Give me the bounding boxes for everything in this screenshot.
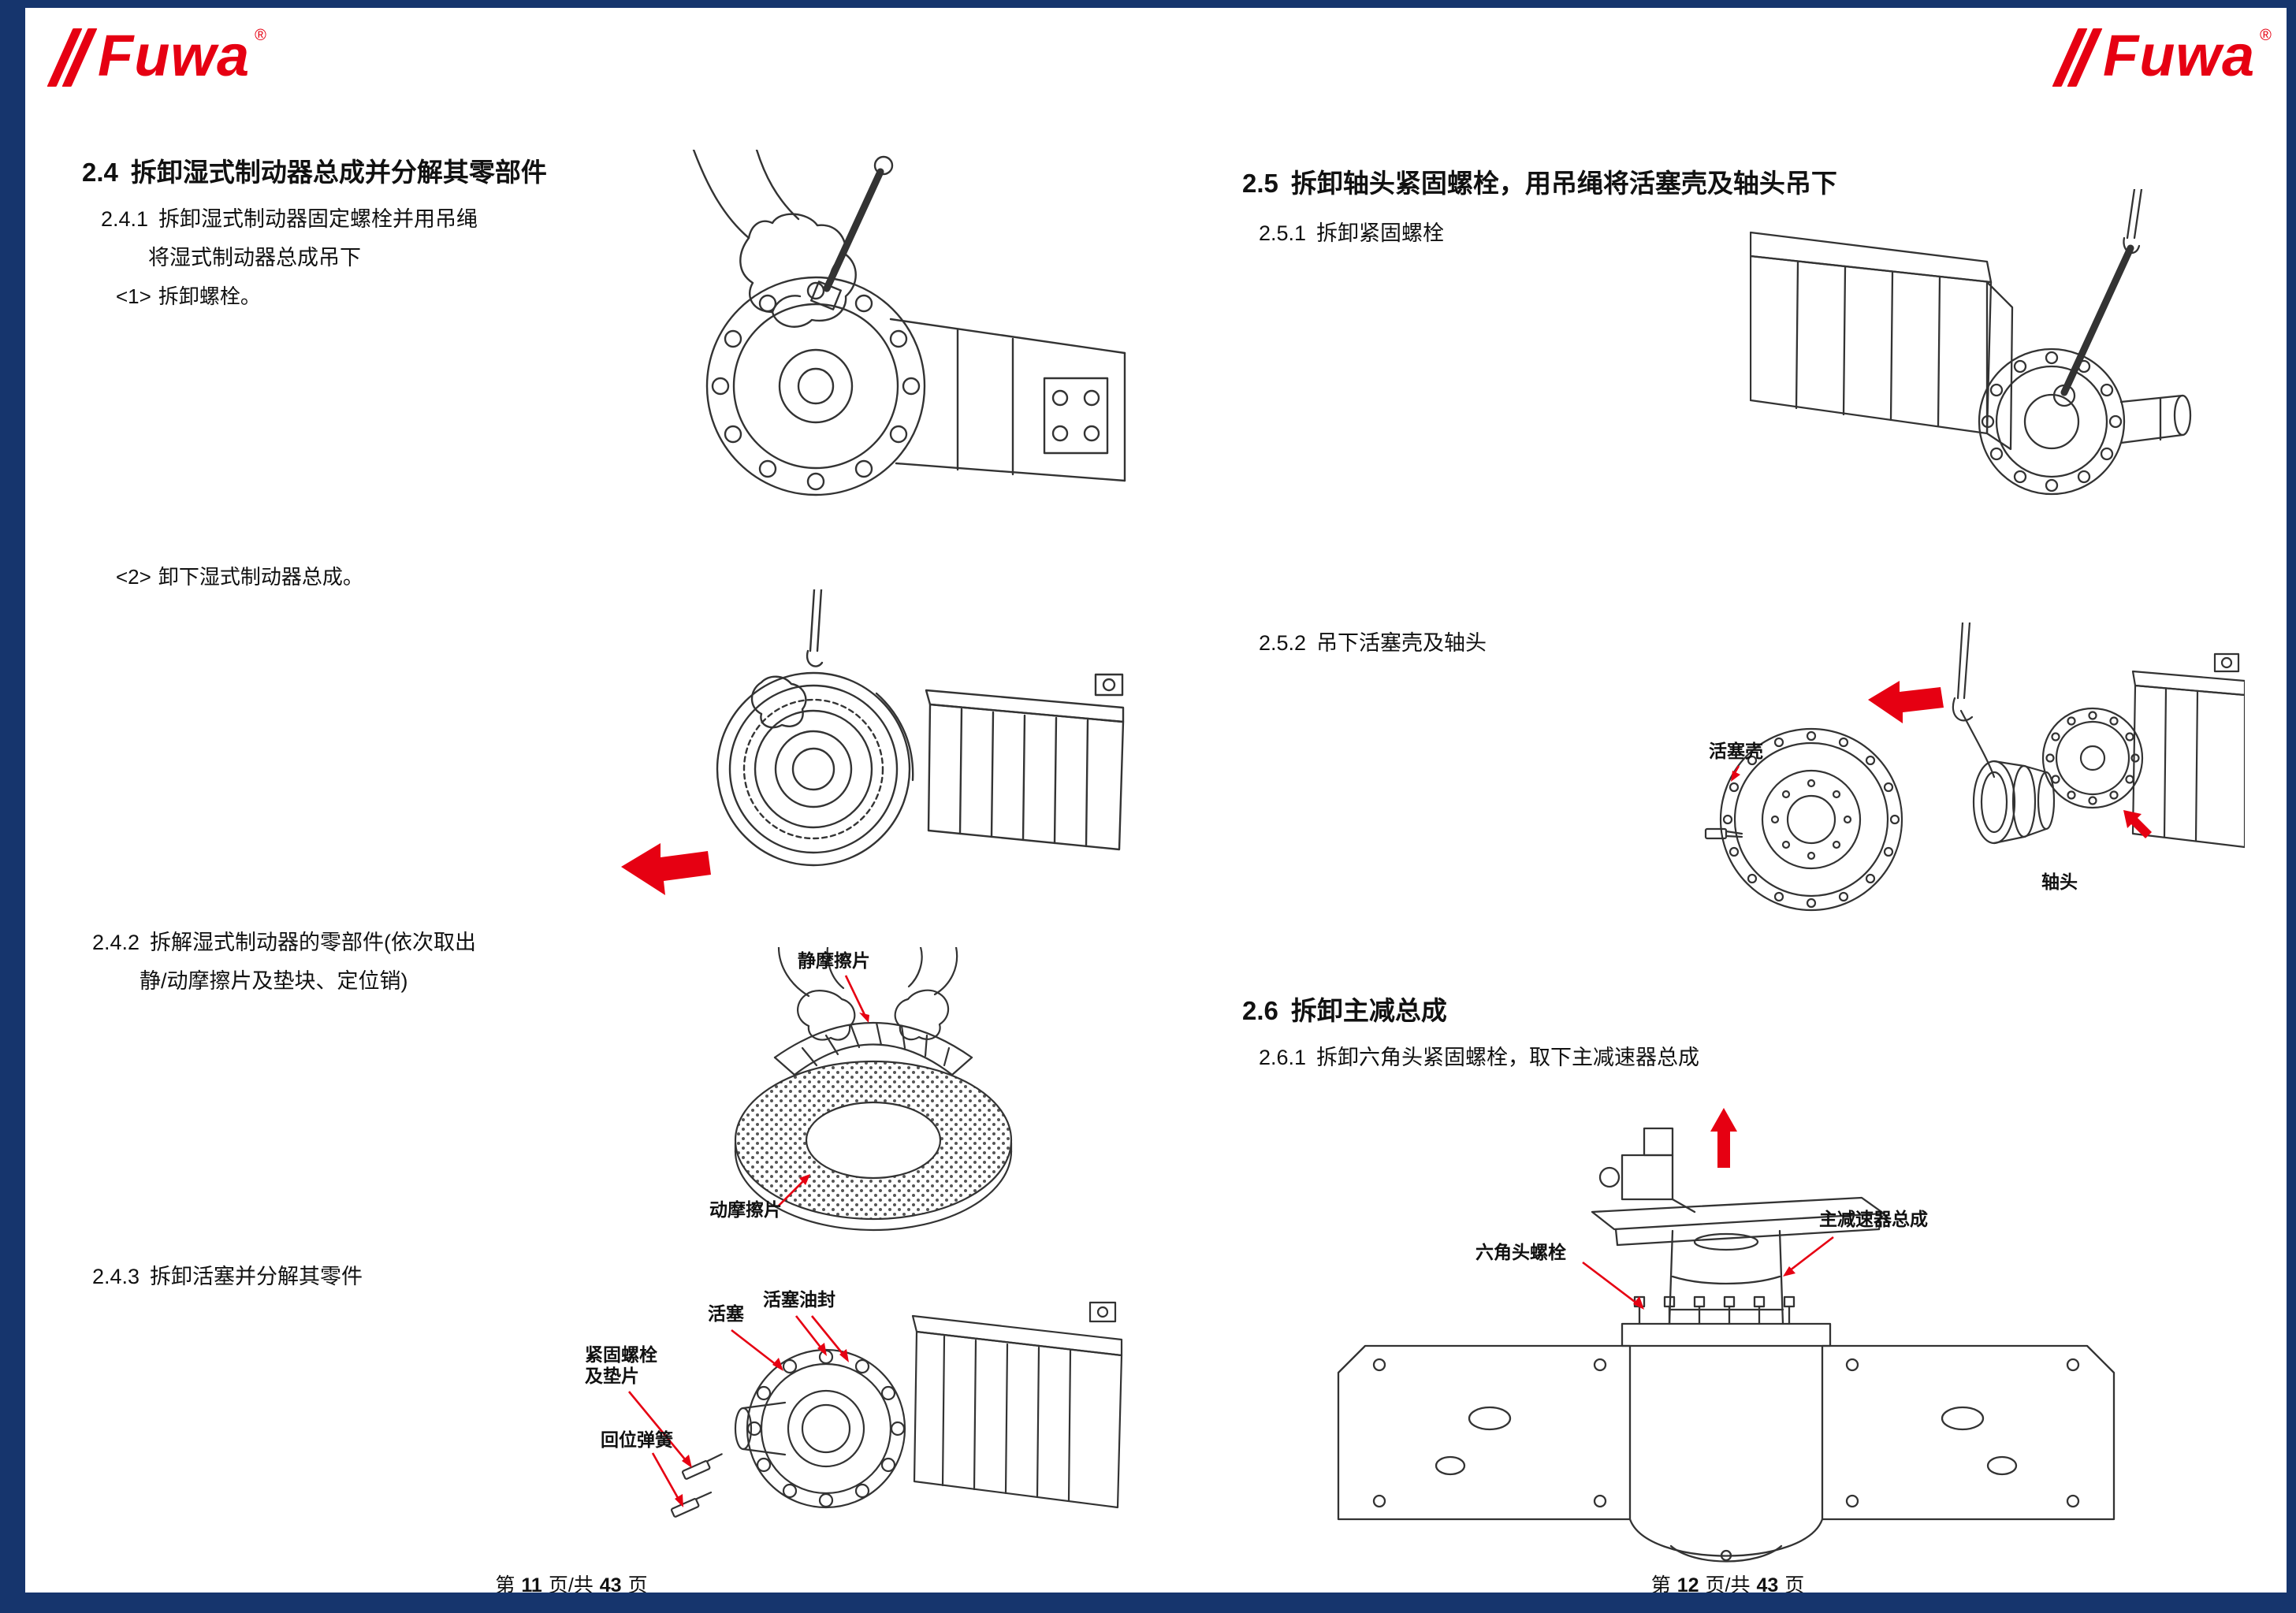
step-2-marker: <2> [116,565,151,589]
step-2: <2> 卸下湿式制动器总成。 [116,561,363,590]
red-arrow-left-icon [621,843,711,895]
section-2-5-2-title: 吊下活塞壳及轴头 [1316,631,1487,655]
red-leader-lines [627,1315,849,1507]
section-2-4-3-number: 2.4.3 [92,1265,140,1288]
figure-remove-brake-bolts [619,150,1131,579]
section-2-4-1-line2: 将湿式制动器总成吊下 [148,246,361,269]
section-2-6-heading: 2.6 拆卸主减总成 [1242,990,1447,1028]
frame-top [0,0,2296,8]
fuwa-logo-slashes-icon [2052,28,2103,87]
registered-trademark-mark: ® [2260,27,2272,44]
figure-friction-discs [684,947,1062,1239]
step-1-text: 拆卸螺栓。 [158,284,261,308]
frame-bottom [0,1593,2296,1613]
red-leader-lines [778,975,869,1206]
section-2-4-2-number: 2.4.2 [92,931,140,954]
figure-remove-axle-head-bolts-drawing [1750,189,2192,496]
label-fastening-bolt-washer: 紧固螺栓及垫片 [585,1344,657,1386]
section-2-4-3: 2.4.3 拆卸活塞并分解其零件 [92,1258,363,1296]
step-1-marker: <1> [116,284,151,308]
label-dynamic-friction-pad: 动摩擦片 [709,1199,782,1220]
figure-main-reducer [1332,1080,2120,1568]
label-axle-head: 轴头 [2041,872,2078,892]
fuwa-logo-right: Fuwa ® [2052,22,2272,95]
fuwa-logo-wordmark: Fuwa [98,23,251,88]
section-2-5-1-title: 拆卸紧固螺栓 [1316,221,1445,245]
section-2-4-2-line2: 静/动摩擦片及垫块、定位销) [140,969,408,993]
figure-hoist-brake-assembly [615,589,1135,932]
section-2-4-1: 2.4.1 拆卸湿式制动器固定螺栓并用吊绳 将湿式制动器总成吊下 [101,200,478,277]
figure-piston-disassembly-drawing [627,1301,1123,1518]
frame-left [0,0,25,1613]
section-2-5-2: 2.5.2 吊下活塞壳及轴头 [1259,624,1487,663]
section-2-6-number: 2.6 [1242,996,1278,1025]
section-2-6-1: 2.6.1 拆卸六角头紧固螺栓，取下主减速器总成 [1259,1039,1699,1077]
section-2-4-2-line1: 拆解湿式制动器的零部件(依次取出 [150,931,477,954]
label-static-friction-pad: 静摩擦片 [798,950,870,971]
section-2-4-3-title: 拆卸活塞并分解其零件 [150,1265,363,1288]
figure-piston-disassembly [574,1267,1133,1574]
label-return-spring: 回位弹簧 [601,1429,673,1450]
section-2-4-2: 2.4.2 拆解湿式制动器的零部件(依次取出 静/动摩擦片及垫块、定位销) [92,924,476,1001]
section-2-6-1-number: 2.6.1 [1259,1046,1307,1069]
section-2-4-1-line1: 拆卸湿式制动器固定螺栓并用吊绳 [158,207,478,231]
figure-hoist-piston-shell [1701,623,2245,953]
frame-right [2287,0,2296,1613]
fuwa-logo-left: Fuwa ® [47,22,266,95]
section-2-6-1-title: 拆卸六角头紧固螺栓，取下主减速器总成 [1316,1046,1700,1069]
section-2-4-number: 2.4 [82,158,118,187]
label-piston: 活塞 [708,1303,744,1324]
figure-main-reducer-drawing [1337,1108,2116,1563]
red-arrows [1868,681,2152,838]
figure-hoist-piston-shell-drawing [1704,623,2245,912]
section-2-4-1-number: 2.4.1 [101,207,149,231]
section-2-5-number: 2.5 [1242,169,1278,198]
section-2-5-1: 2.5.1 拆卸紧固螺栓 [1259,214,1444,253]
red-up-arrow-icon [1710,1108,1737,1168]
section-2-5-title: 拆卸轴头紧固螺栓，用吊绳将活塞壳及轴头吊下 [1290,169,1837,198]
section-2-5-1-number: 2.5.1 [1259,221,1307,245]
label-main-reducer-assembly: 主减速器总成 [1819,1209,1928,1229]
fuwa-logo-wordmark: Fuwa [2103,23,2256,88]
figure-hoist-brake-assembly-drawing [621,589,1125,895]
figure-remove-axle-head-bolts [1750,189,2232,583]
red-leader-lines [1582,1236,1834,1310]
section-2-5-2-number: 2.5.2 [1259,631,1307,655]
section-2-6-title: 拆卸主减总成 [1290,996,1447,1025]
step-1: <1> 拆卸螺栓。 [116,281,261,310]
registered-trademark-mark: ® [255,27,266,44]
section-2-4-title: 拆卸湿式制动器总成并分解其零部件 [130,158,547,187]
section-2-4-heading: 2.4 拆卸湿式制动器总成并分解其零部件 [82,151,547,189]
fuwa-logo-slashes-icon [47,28,98,87]
label-hex-head-bolt: 六角头螺栓 [1475,1242,1566,1262]
section-2-5-heading: 2.5 拆卸轴头紧固螺栓，用吊绳将活塞壳及轴头吊下 [1242,162,1837,200]
red-leader-lines [1731,765,1740,782]
figure-friction-discs-drawing [734,947,1013,1232]
figure-remove-brake-bolts-drawing [692,150,1126,496]
label-piston-shell: 活塞壳 [1709,741,1763,761]
label-piston-oil-seal: 活塞油封 [763,1289,835,1310]
step-2-text: 卸下湿式制动器总成。 [158,565,363,589]
